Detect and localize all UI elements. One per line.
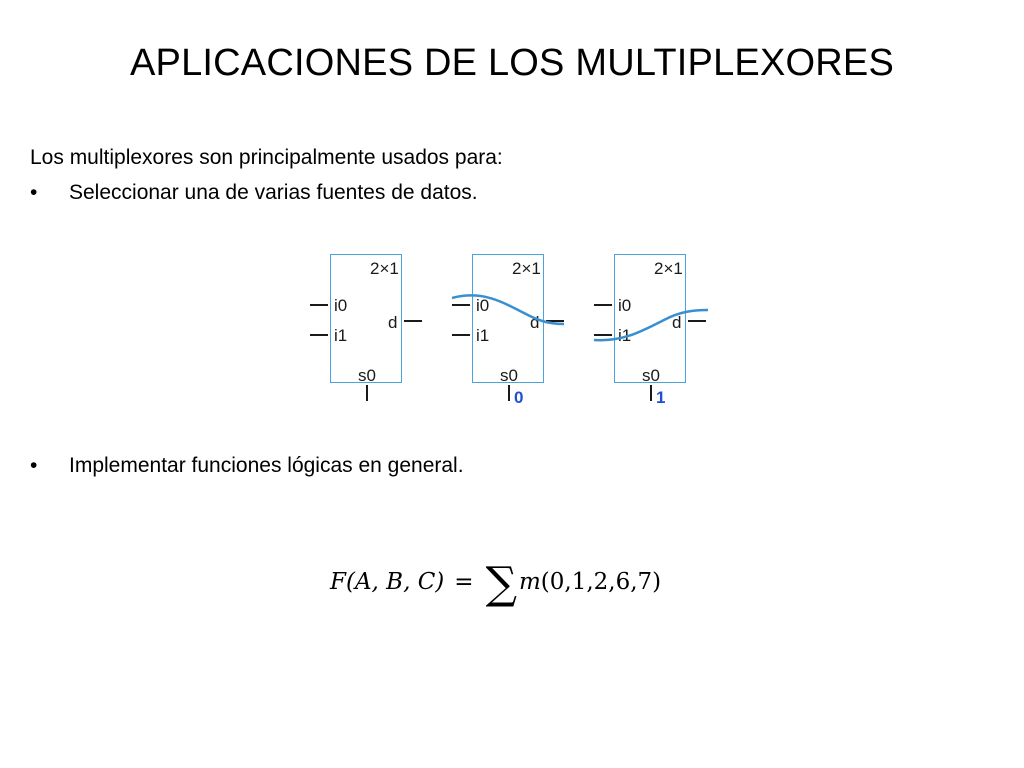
input-label-i0: i0 [334,296,348,315]
output-pin [546,320,564,322]
mux-type-label: 2×1 [370,259,399,278]
select-label-s0: s0 [358,366,376,385]
mux-type-label: 2×1 [654,259,683,278]
boolean-formula: F (A, B, C) = ∑ m (0,1,2,6,7) [330,556,662,609]
select-value: 1 [656,388,666,407]
bullet-item: • Seleccionar una de varias fuentes de d… [30,181,478,205]
mux-type-label: 2×1 [512,259,541,278]
intro-text: Los multiplexores son principalmente usa… [30,146,503,169]
input-label-i0: i0 [476,296,490,315]
formula-arguments: (A, B, C) [345,568,445,595]
input-pin-1 [310,334,328,336]
input-pin-0 [310,304,328,306]
mux-box [472,254,544,383]
input-label-i1: i1 [618,326,632,345]
formula-minterms: (0,1,2,6,7) [540,568,662,595]
input-label-i1: i1 [476,326,490,345]
output-pin [404,320,422,322]
select-pin [366,385,368,401]
input-pin-1 [594,334,612,336]
select-pin [650,385,652,401]
output-label-d: d [672,313,682,332]
slide-title: APLICACIONES DE LOS MULTIPLEXORES [129,42,894,84]
mux-block: 2×1 i0 i1 d s0 1 [584,250,709,410]
bullet-marker: • [30,454,38,477]
input-label-i1: i1 [334,326,348,345]
formula-function: F [330,568,346,595]
route-line [451,294,565,326]
mux-box [614,254,686,383]
output-pin [688,320,706,322]
route-line [593,308,709,342]
mux-block: 2×1 i0 i1 d s0 [300,250,422,410]
bullet-marker: • [30,181,38,204]
bullet-text: Implementar funciones lógicas en general… [69,454,464,477]
input-label-i0: i0 [618,296,632,315]
bullet-item: • Implementar funciones lógicas en gener… [30,454,464,478]
output-label-d: d [388,313,398,332]
sigma-icon: ∑ [485,558,517,609]
select-label-s0: s0 [500,366,518,385]
mux-box [330,254,402,383]
select-pin [508,385,510,401]
output-label-d: d [530,313,540,332]
select-value: 0 [514,388,524,407]
input-pin-0 [452,304,470,306]
formula-equals: = [454,568,474,595]
select-label-s0: s0 [642,366,660,385]
bullet-text: Seleccionar una de varias fuentes de dat… [69,181,478,204]
input-pin-0 [594,304,612,306]
mux-block: 2×1 i0 i1 d s0 0 [442,250,565,410]
input-pin-1 [452,334,470,336]
formula-minterm-symbol: m [518,568,541,595]
